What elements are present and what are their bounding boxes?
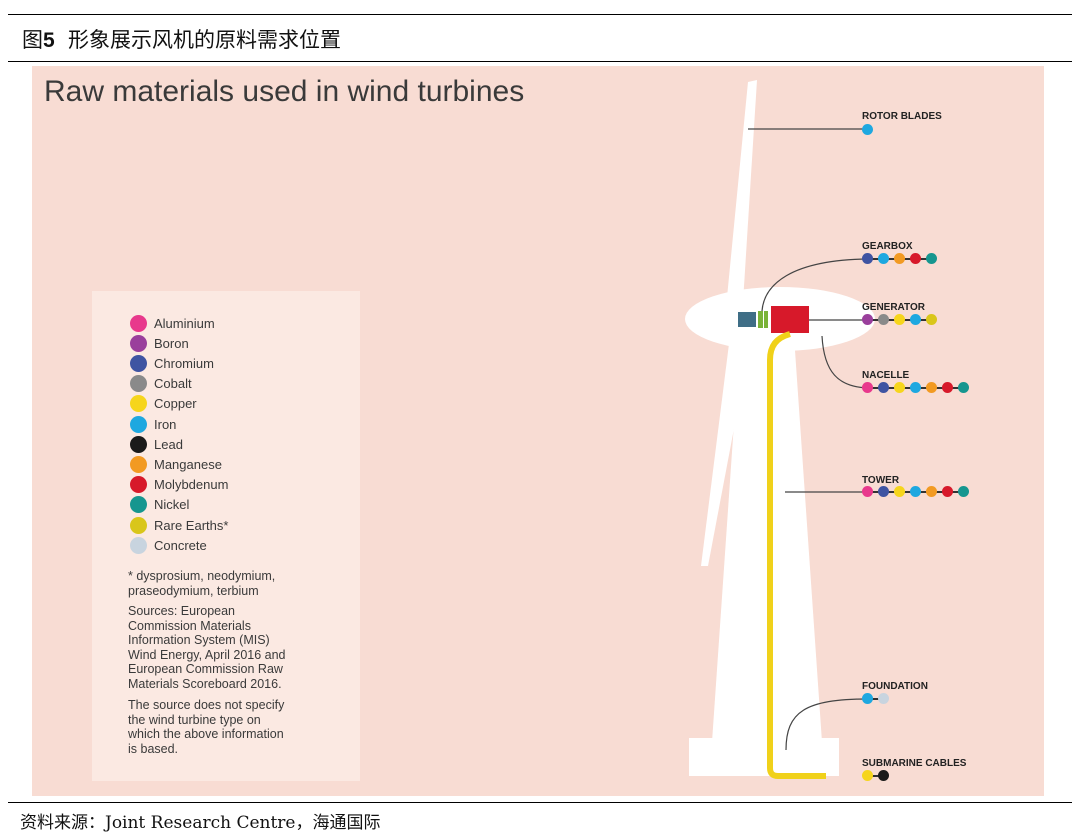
legend-label: Manganese — [154, 456, 222, 472]
submarine-cables-label: SUBMARINE CABLES — [862, 758, 967, 769]
legend-item: Iron — [130, 414, 176, 434]
nacelle-leader — [821, 335, 869, 389]
legend-item: Concrete — [130, 535, 207, 555]
material-dot — [862, 253, 873, 264]
material-dot — [910, 314, 921, 325]
foundation-block — [689, 738, 839, 776]
legend-label: Iron — [154, 416, 177, 432]
figure-title-text: 形象展示风机的原料需求位置 — [68, 28, 342, 52]
bottom-rule — [8, 802, 1072, 803]
rare-earths-footnote: * dysprosium, neodymium, praseodymium, t… — [128, 569, 276, 598]
legend-box — [92, 291, 360, 781]
connector-line — [867, 775, 883, 777]
material-dot — [910, 486, 921, 497]
sources-note: Sources: European Commission Materials I… — [128, 604, 286, 691]
legend-item: Boron — [130, 333, 189, 353]
tower-label: TOWER — [862, 475, 900, 486]
rotor-blades-label: ROTOR BLADES — [862, 111, 942, 122]
legend-label: Nickel — [154, 497, 190, 513]
legend-item: Nickel — [130, 495, 189, 515]
figure-number: 5 — [43, 29, 55, 52]
source-line: 资料来源：Joint Research Centre，海通国际 — [20, 813, 381, 833]
material-dot — [878, 253, 889, 264]
legend-label: Aluminium — [154, 315, 215, 331]
lower-blade — [701, 328, 753, 566]
material-dot — [878, 770, 889, 781]
legend-item: Lead — [130, 434, 183, 454]
material-dot — [926, 382, 937, 393]
material-dot — [862, 124, 873, 135]
material-dot — [862, 314, 873, 325]
foundation-leader — [785, 698, 869, 751]
material-dot — [878, 314, 889, 325]
legend-swatch — [130, 314, 147, 332]
material-dot — [894, 382, 905, 393]
generator-label: GENERATOR — [862, 302, 925, 313]
gearbox-leader — [761, 258, 869, 312]
material-dot — [894, 314, 905, 325]
material-dot — [878, 382, 889, 393]
legend-swatch — [130, 516, 147, 534]
legend-label: Copper — [154, 396, 197, 412]
generator-block — [771, 306, 809, 333]
legend-swatch — [130, 415, 147, 433]
legend-swatch — [130, 435, 147, 453]
legend-label: Boron — [154, 335, 189, 351]
figure-title: 图5 形象展示风机的原料需求位置 — [22, 24, 341, 54]
material-dot — [878, 693, 889, 704]
material-dot — [958, 486, 969, 497]
material-dot — [862, 486, 873, 497]
material-dot — [894, 486, 905, 497]
legend-item: Rare Earths* — [130, 515, 228, 535]
material-dot — [926, 314, 937, 325]
material-dot — [862, 770, 873, 781]
upper-blade — [725, 80, 757, 318]
legend-label: Molybdenum — [154, 477, 229, 493]
legend-swatch — [130, 395, 147, 413]
title-rule — [8, 61, 1072, 62]
legend-swatch — [130, 536, 147, 554]
shaft-green-2 — [764, 311, 768, 328]
gearbox-label: GEARBOX — [862, 241, 913, 252]
legend-item: Cobalt — [130, 374, 192, 394]
material-dot — [926, 486, 937, 497]
disclaimer-note: The source does not specify the wind tur… — [128, 698, 285, 756]
material-dot — [942, 382, 953, 393]
top-rule — [8, 14, 1072, 15]
nacelle-label: NACELLE — [862, 370, 910, 381]
diagram-title: Raw materials used in wind turbines — [44, 75, 525, 108]
legend-label: Rare Earths* — [154, 517, 229, 533]
material-dot — [862, 382, 873, 393]
material-dot — [878, 486, 889, 497]
legend-item: Manganese — [130, 454, 222, 474]
material-dot — [910, 253, 921, 264]
legend-swatch — [130, 476, 147, 494]
material-dot — [942, 486, 953, 497]
legend-label: Chromium — [154, 355, 214, 371]
material-dot — [910, 382, 921, 393]
material-dot — [894, 253, 905, 264]
legend-item: Copper — [130, 394, 197, 414]
legend-item: Aluminium — [130, 313, 215, 333]
legend-label: Cobalt — [154, 376, 192, 392]
connector-line — [867, 698, 883, 700]
hub — [738, 312, 756, 327]
figure-title-prefix: 图 — [22, 28, 43, 52]
material-dot — [926, 253, 937, 264]
material-dot — [958, 382, 969, 393]
legend-swatch — [130, 496, 147, 514]
power-cable — [767, 331, 826, 779]
foundation-label: FOUNDATION — [862, 681, 928, 692]
shaft-green — [758, 311, 763, 328]
legend-swatch — [130, 334, 147, 352]
legend-swatch — [130, 354, 147, 372]
legend-swatch — [130, 375, 147, 393]
material-dot — [862, 693, 873, 704]
legend-item: Molybdenum — [130, 475, 228, 495]
legend-item: Chromium — [130, 353, 214, 373]
legend-label: Concrete — [154, 537, 207, 553]
legend-swatch — [130, 455, 147, 473]
legend-label: Lead — [154, 436, 183, 452]
